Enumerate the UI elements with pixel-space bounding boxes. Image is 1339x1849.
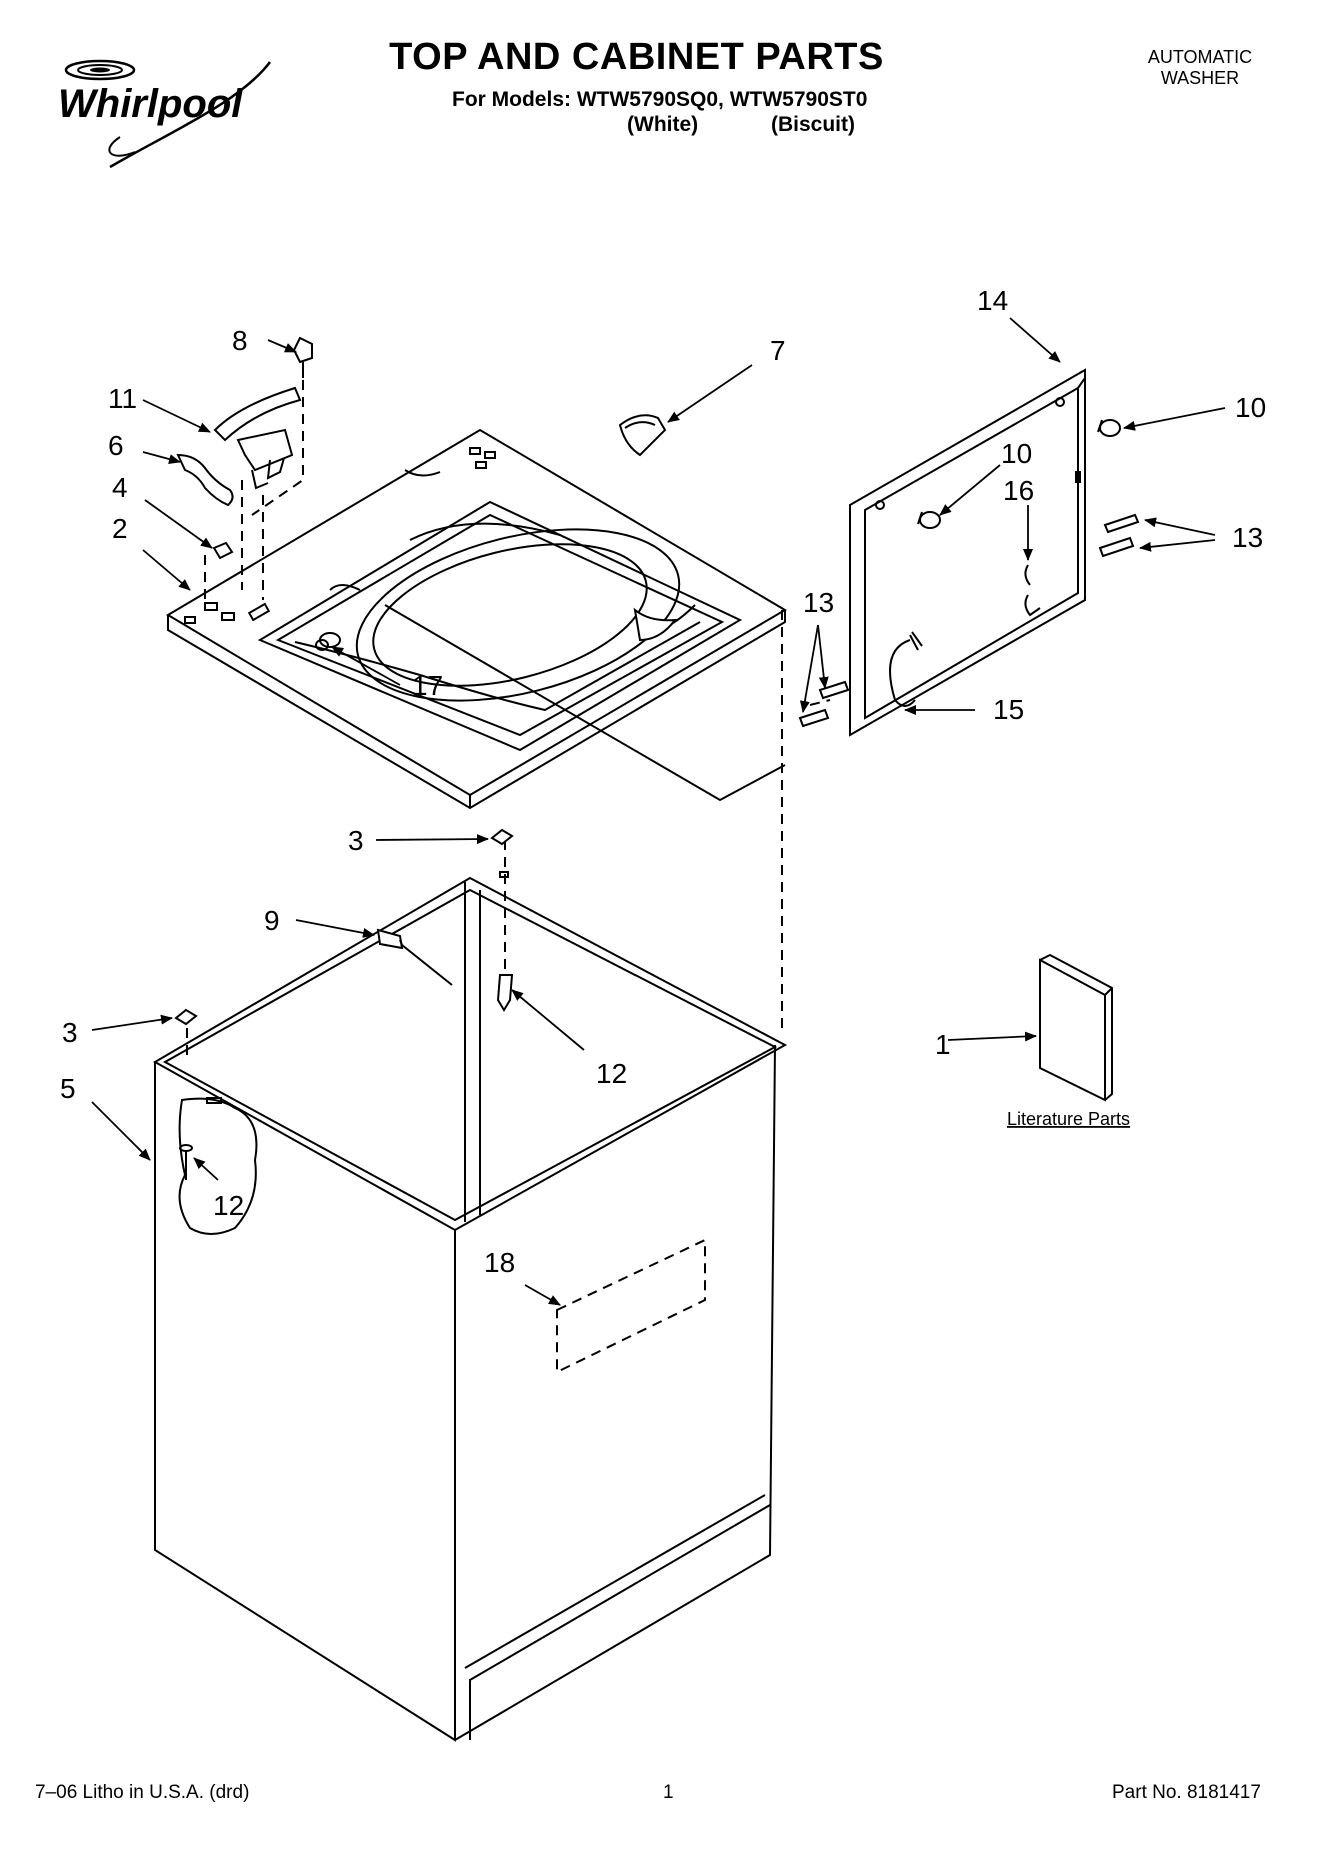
product-type-line-1: AUTOMATIC — [1147, 47, 1253, 67]
part-9-screw — [376, 928, 453, 986]
literature-booklet — [1039, 953, 1113, 1102]
callout-2: 2 — [112, 513, 128, 544]
part-number: Part No. 8181417 — [1112, 1782, 1261, 1803]
callout-12-cutaway: 12 — [213, 1190, 244, 1221]
callout-15: 15 — [993, 694, 1024, 725]
part-3-clip-nut-left — [174, 1008, 198, 1026]
part-13-screws-left — [798, 680, 850, 728]
part-6-clip — [176, 453, 234, 507]
brand-logo: Whirlpool — [40, 42, 280, 172]
part-12-screw — [496, 974, 514, 1012]
variant-white: (White) — [627, 113, 699, 136]
product-type: AUTOMATIC WASHER — [1140, 47, 1260, 89]
literature-parts-label: Literature Parts — [1007, 1109, 1130, 1129]
print-info: 7–06 Litho in U.S.A. (drd) — [35, 1782, 250, 1803]
part-13-screws-right — [1098, 513, 1140, 558]
callout-6: 6 — [108, 430, 124, 461]
part-10-bumper — [1097, 419, 1121, 437]
callout-4: 4 — [112, 472, 128, 503]
callout-12: 12 — [596, 1058, 627, 1089]
callout-5: 5 — [60, 1073, 76, 1104]
callout-3-left: 3 — [62, 1017, 78, 1048]
part-10-bumper-inner — [917, 511, 941, 529]
page-title: TOP AND CABINET PARTS — [389, 36, 884, 78]
callout-9: 9 — [264, 905, 280, 936]
part-3-clip-nut-top — [490, 828, 514, 846]
models-line: For Models: WTW5790SQ0, WTW5790ST0 — [452, 88, 868, 111]
callout-14: 14 — [977, 285, 1008, 316]
callout-13-right: 13 — [1232, 522, 1263, 553]
callout-13-left: 13 — [803, 587, 834, 618]
callout-10: 10 — [1235, 392, 1266, 423]
part-11-lid-switch — [213, 386, 302, 490]
callout-11: 11 — [108, 383, 137, 414]
callout-3-top: 3 — [348, 825, 364, 856]
product-type-line-2: WASHER — [1160, 68, 1240, 88]
callout-18: 18 — [484, 1247, 515, 1278]
leader-arrows — [91, 317, 1226, 1306]
washer-cabinet — [152, 871, 788, 1742]
washer-top-assembly — [166, 428, 787, 810]
callout-17: 17 — [412, 670, 443, 701]
part-8-screw — [292, 336, 313, 378]
callout-7: 7 — [770, 335, 786, 366]
callout-1: 1 — [935, 1029, 951, 1060]
part-4-bracket — [212, 541, 234, 560]
callout-10-inner: 10 — [1001, 438, 1032, 469]
callout-8: 8 — [232, 325, 248, 356]
brand-name: Whirlpool — [58, 82, 243, 126]
variant-biscuit: (Biscuit) — [771, 113, 855, 136]
lid-panel — [849, 368, 1086, 737]
page-number: 1 — [663, 1782, 674, 1803]
part-7-knob — [618, 414, 667, 457]
callout-16: 16 — [1003, 475, 1034, 506]
